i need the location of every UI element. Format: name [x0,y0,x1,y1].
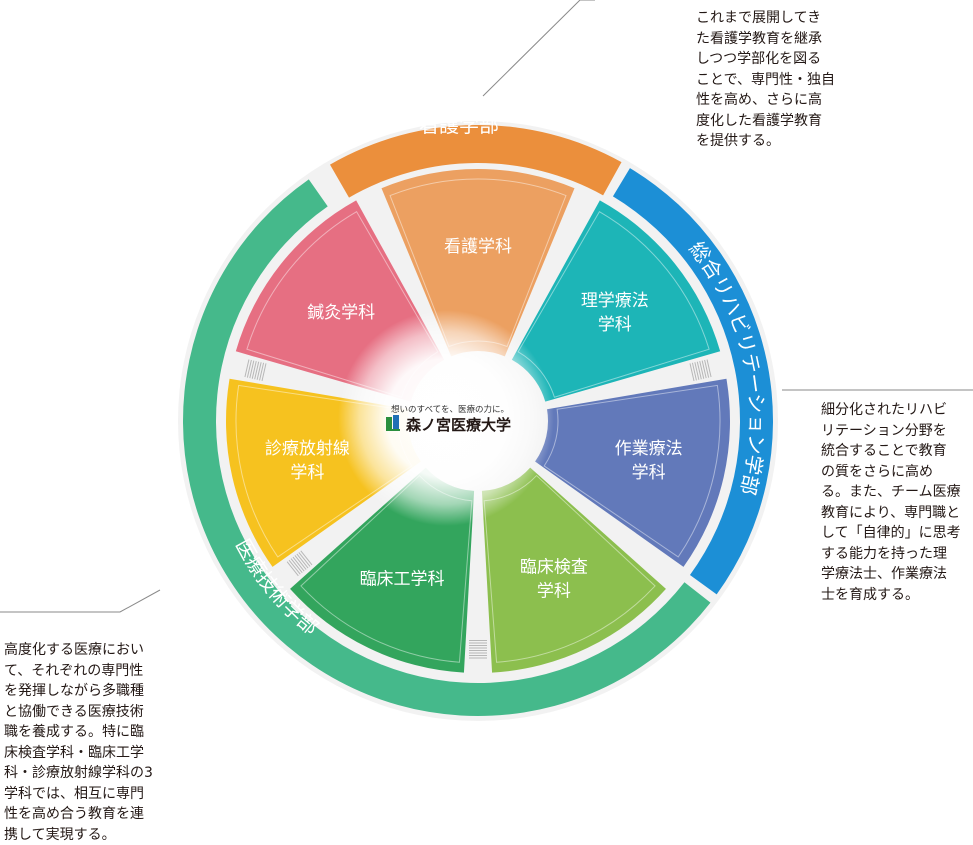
wedge-clinical-laboratory [481,467,666,673]
department-label-line: 看護学科 [444,237,512,257]
faculty-diagram: 看護学部 総合リハビリテーション学部 医療技術学部 看護学科理学療法学科作業療法… [0,0,973,721]
department-label-nursing: 看護学科 [444,237,512,257]
rehabilitation-description: 細分化されたリハビ リテーション分野を 統合することで教育 の質をさらに高め る… [821,402,961,603]
connector-hatch [286,550,313,577]
wedge-physical-therapy [511,200,721,402]
center-glow [338,310,554,526]
medical-technology-description: 高度化する医療におい て、それぞれの専門性 を発揮しながら多職種 と協働できる医… [4,642,153,843]
leader-line-medtech [0,589,161,613]
department-label-radiology: 診療放射線学科 [265,439,350,483]
wedge-nursing [381,169,575,357]
university-logo: 想いのすべてを、医療の力に。 森ノ宮医療大学 [386,404,511,434]
department-label-line: 診療放射線 [265,439,350,459]
connector-hatch [469,640,487,659]
band-rehabilitation [612,168,774,595]
department-label-line: 臨床検査 [520,558,588,578]
band-nursing [330,124,622,198]
department-label-line: 鍼灸学科 [307,303,375,323]
department-label-line: 作業療法 [615,439,683,459]
nursing-description: これまで展開してき た看護学教育を継承 しつつ学部化を図る ことで、専門性・独自… [696,10,836,149]
department-label-line: 臨床工学科 [360,570,445,590]
department-label-clinical-laboratory: 臨床検査学科 [520,558,588,602]
wedge-outline-occupational-therapy [543,384,721,558]
department-label-line: 学科 [632,463,666,483]
department-label-line: 学科 [537,582,571,602]
department-label-line: 学科 [290,463,324,483]
department-label-clinical-engineering: 臨床工学科 [360,570,445,590]
department-connectors [244,359,712,659]
connector-hatch [244,359,267,382]
nursing-faculty-label: 看護学部 [419,113,499,137]
logo-tagline: 想いのすべてを、医療の力に。 [391,404,509,415]
logo-mark-icon [386,415,400,431]
department-label-line: 理学療法 [581,291,649,311]
department-label-acupuncture: 鍼灸学科 [307,303,375,323]
logo-name: 森ノ宮医療大学 [406,416,511,434]
department-label-line: 学科 [598,315,632,335]
wedge-occupational-therapy [535,378,730,567]
department-label-physical-therapy: 理学療法学科 [581,291,649,335]
department-label-occupational-therapy: 作業療法学科 [615,439,683,483]
leader-line-nursing [482,0,595,97]
connector-hatch [689,359,712,382]
